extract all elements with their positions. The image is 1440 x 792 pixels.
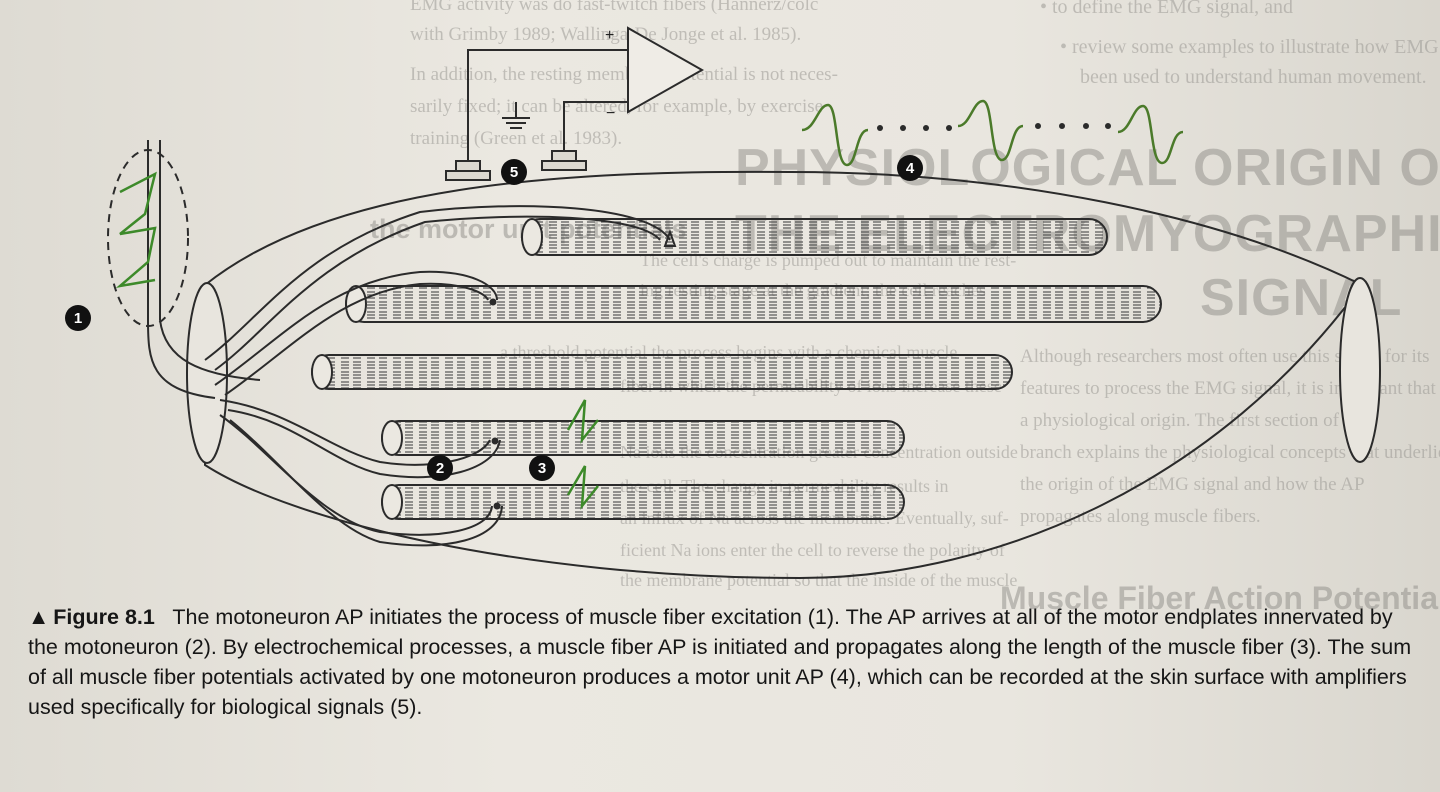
ghost-line: • review some examples to illustrate how…: [1060, 36, 1440, 58]
muscle-fiber: [311, 354, 1013, 390]
marker-label: 3: [538, 460, 546, 477]
ghost-line: the origin of the EMG signal and how the…: [1020, 474, 1365, 495]
ghost-line: sarily fixed; it can be altered, for exa…: [410, 96, 824, 117]
surface-electrodes: [445, 150, 587, 181]
ghost-line: In addition, the resting membrane potent…: [410, 64, 838, 85]
ghost-subheading: Muscle Fiber Action Potential: [1000, 580, 1440, 616]
marker-5: 5: [501, 159, 527, 185]
amplifier-minus: −: [606, 105, 615, 122]
ghost-line: EMG activity was do fast-twitch fibers (…: [410, 0, 819, 15]
marker-4: 4: [897, 155, 923, 181]
electrode: [541, 160, 587, 171]
ghost-line: been used to understand human movement.: [1080, 66, 1427, 88]
muscle-right-end: [1339, 277, 1381, 463]
muscle-fiber: [345, 285, 1162, 323]
amplifier-plus: +: [605, 27, 614, 44]
ghost-line: • to define the EMG signal, and: [1040, 0, 1294, 18]
marker-3: 3: [529, 455, 555, 481]
motoneuron-ap-region: [107, 149, 189, 327]
muscle-left-end: [186, 282, 228, 464]
ghost-line: a physiological origin. The first sectio…: [1020, 410, 1372, 431]
ghost-line: branch explains the physiological concep…: [1020, 442, 1440, 463]
motor-endplates: [489, 229, 677, 510]
muscle-fiber-ap-zigzag: [566, 465, 599, 510]
ghost-line: with Grimby 1989; Wallinga-De Jonge et a…: [410, 24, 802, 45]
waveform-ellipsis: [877, 123, 1111, 131]
muscle-fiber: [381, 484, 905, 520]
motor-unit-ap-waveform: [801, 99, 1184, 167]
triangle-icon: ▲: [28, 605, 50, 629]
ghost-line: training (Green et al. 1983).: [410, 128, 623, 149]
electrode: [445, 170, 491, 181]
differential-amplifier: + −: [605, 26, 705, 122]
figure-label: Figure 8.1: [53, 605, 155, 629]
marker-label: 1: [74, 310, 82, 327]
motoneuron-ap-zigzag: [115, 171, 157, 288]
muscle-fiber-ap-zigzag: [566, 399, 599, 444]
ghost-line: features to process the EMG signal, it i…: [1020, 378, 1436, 399]
muscle-fiber: [381, 420, 905, 456]
ghost-heading: PHYSIOLOGICAL ORIGIN OF: [735, 139, 1440, 197]
ghost-line: propagates along muscle fibers.: [1020, 506, 1261, 527]
amplifier-wiring: [467, 49, 630, 161]
motoneuron-axon: [147, 140, 671, 547]
ghost-line: the membrane potential so that the insid…: [620, 570, 1018, 590]
muscle-fiber-diagram: + − 1 2 3 4: [65, 26, 1381, 580]
figure-caption: ▲Figure 8.1 The motoneuron AP initiates …: [28, 602, 1418, 722]
marker-1: 1: [65, 305, 91, 331]
muscle-fiber: [521, 218, 1108, 256]
caption-text: The motoneuron AP initiates the process …: [28, 605, 1412, 719]
marker-label: 4: [906, 160, 915, 177]
ghost-line: Although researchers most often use this…: [1020, 346, 1430, 367]
marker-2: 2: [427, 455, 453, 481]
ghost-line: ficient Na ions enter the cell to revers…: [620, 540, 1005, 560]
marker-label: 5: [510, 164, 518, 181]
marker-label: 2: [436, 460, 444, 477]
